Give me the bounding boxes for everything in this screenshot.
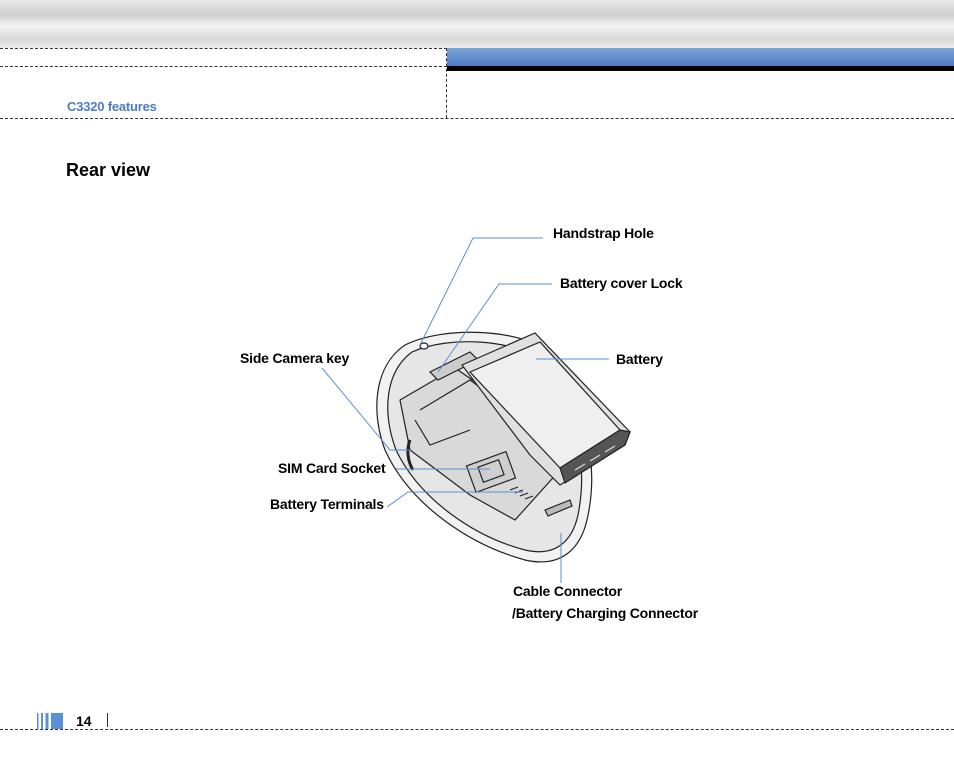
header-divider-top: [0, 48, 447, 49]
footer-divider: [0, 729, 954, 730]
callout-battery: Battery: [616, 351, 663, 367]
header-band: [0, 0, 954, 48]
battery-pack: [461, 332, 631, 486]
leader-battery-cover-lock: [437, 283, 552, 373]
header-divider-bottom: [0, 118, 954, 119]
header-black-bar: [447, 66, 954, 71]
leader-side-camera-key: [321, 367, 412, 451]
callout-handstrap-hole: Handstrap Hole: [553, 225, 654, 241]
page-number: 14: [76, 713, 92, 729]
callout-battery-charging-connector: /Battery Charging Connector: [512, 605, 698, 621]
header-divider-vertical: [446, 48, 447, 118]
callout-cable-connector: Cable Connector: [513, 583, 623, 599]
callout-battery-terminals: Battery Terminals: [270, 496, 384, 512]
callout-battery-cover-lock: Battery cover Lock: [560, 275, 683, 291]
header-blue-bar: [447, 48, 954, 66]
footer-divider-vertical: [107, 713, 108, 727]
leader-handstrap-hole: [419, 237, 543, 346]
header-divider-mid: [0, 66, 447, 67]
section-label: C3320 features: [67, 99, 157, 114]
page-title: Rear view: [66, 160, 151, 180]
leader-battery-terminals: [386, 491, 523, 508]
callout-leader-lines: [321, 237, 609, 583]
callout-side-camera-key: Side Camera key: [240, 350, 350, 366]
callout-sim-card-socket: SIM Card Socket: [278, 460, 386, 476]
footer-bar-marks: [37, 713, 63, 729]
